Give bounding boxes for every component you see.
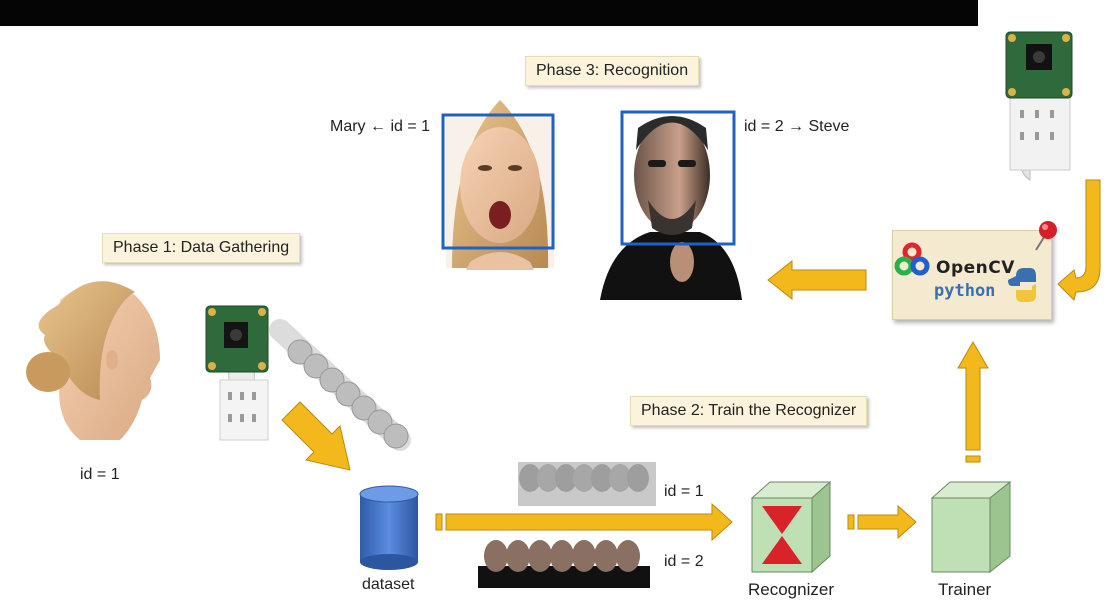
subject-profile-image: [26, 281, 160, 440]
mary-face-detection-box: [441, 113, 555, 250]
hourglass-icon: [762, 506, 802, 564]
mary-label: Mary ← id = 1: [330, 118, 431, 135]
opencv-label: OpenCV: [936, 258, 1015, 278]
phase2-box: Phase 2: Train the Recognizer: [630, 396, 868, 426]
arrow-camera-to-opencv: [1057, 179, 1101, 301]
group2-id-label: id = 2: [664, 553, 704, 570]
phase1-box: Phase 1: Data Gathering: [102, 233, 301, 263]
recognizer-label: Recognizer: [748, 580, 834, 599]
face-group-id2: [478, 540, 650, 588]
group1-id-label: id = 1: [664, 483, 704, 500]
top-black-bar: [0, 0, 978, 26]
arrow-recognizer-to-trainer: [847, 504, 917, 540]
arrow-to-dataset: [281, 401, 351, 471]
python-label: python: [934, 281, 996, 301]
steve-face-detection-box: [620, 110, 736, 246]
steve-label: id = 2 → Steve: [744, 118, 850, 135]
trainer-label: Trainer: [938, 580, 992, 599]
arrow-trainer-to-opencv: [957, 340, 989, 463]
arrow-dataset-to-recognizer: [435, 502, 733, 542]
face-group-id1: [518, 462, 656, 506]
phase3-box: Phase 3: Recognition: [525, 56, 700, 86]
steve-face-image: [600, 110, 742, 300]
camera-module-icon: [1005, 31, 1073, 181]
camera-module-icon-gathering: [205, 305, 269, 441]
mary-face-image: [446, 100, 554, 270]
database-icon: [359, 485, 419, 570]
trainer-cube: [930, 480, 1012, 574]
arrow-opencv-to-recognition: [767, 259, 867, 301]
captured-face-stack: [269, 319, 411, 451]
subject-id-label: id = 1: [80, 466, 120, 483]
dataset-label: dataset: [362, 576, 415, 593]
